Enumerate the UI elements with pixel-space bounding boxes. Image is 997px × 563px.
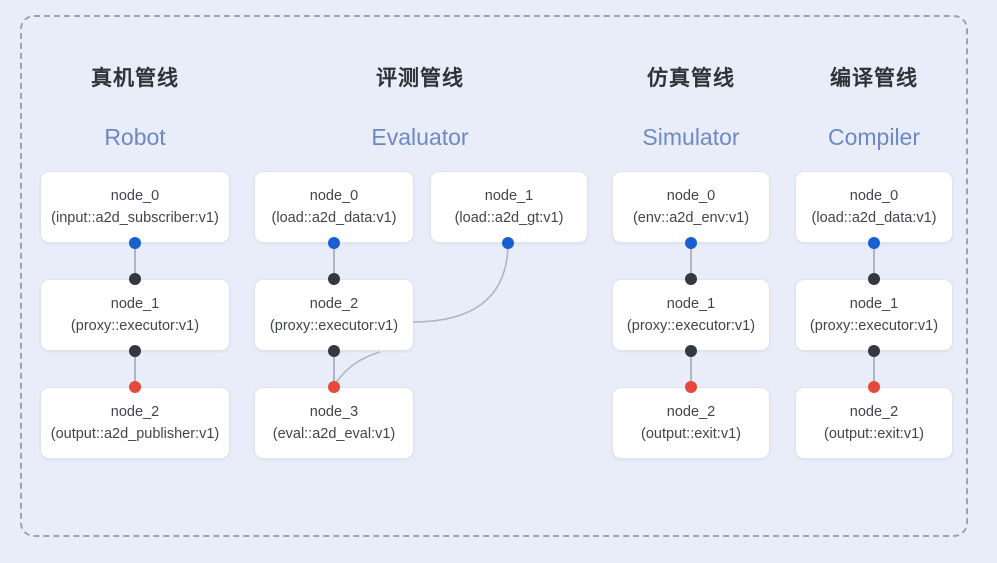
node-simulator-1-spec: (proxy::executor:v1) (626, 318, 756, 334)
dot-compiler-2-input (868, 381, 880, 393)
dot-simulator-2-input (685, 381, 697, 393)
link-compiler-1-2 (873, 351, 875, 387)
node-compiler-1[interactable]: node_1 (proxy::executor:v1) (795, 279, 953, 351)
dot-robot-2-input (129, 381, 141, 393)
column-1-en-title: Robot (104, 124, 166, 150)
node-simulator-2[interactable]: node_2 (output::exit:v1) (612, 387, 770, 459)
node-robot-0[interactable]: node_0 (input::a2d_subscriber:v1) (40, 171, 230, 243)
dot-evaluator-0-output (328, 237, 340, 249)
node-robot-0-spec: (input::a2d_subscriber:v1) (51, 210, 219, 226)
node-compiler-1-name: node_1 (849, 295, 899, 312)
node-compiler-0-name: node_0 (849, 187, 899, 204)
column-3-en-title: Simulator (642, 124, 740, 150)
dot-evaluator-gt-output (502, 237, 514, 249)
link-simulator-1-2 (690, 351, 692, 387)
column-4-en-title: Compiler (827, 124, 921, 150)
dot-simulator-0-output (685, 237, 697, 249)
node-evaluator-0[interactable]: node_0 (load::a2d_data:v1) (254, 171, 414, 243)
node-simulator-0[interactable]: node_0 (env::a2d_env:v1) (612, 171, 770, 243)
node-compiler-0[interactable]: node_0 (load::a2d_data:v1) (795, 171, 953, 243)
link-compiler-0-1 (873, 243, 875, 279)
diagram-dashed-frame (20, 15, 968, 537)
node-evaluator-3[interactable]: node_3 (eval::a2d_eval:v1) (254, 387, 414, 459)
dot-simulator-1-output (685, 345, 697, 357)
node-robot-1-name: node_1 (110, 295, 160, 312)
node-evaluator-0-spec: (load::a2d_data:v1) (271, 210, 397, 226)
node-robot-1[interactable]: node_1 (proxy::executor:v1) (40, 279, 230, 351)
dot-simulator-1-input (685, 273, 697, 285)
node-robot-2-name: node_2 (110, 403, 160, 420)
dot-robot-1-output (129, 345, 141, 357)
node-simulator-1-name: node_1 (666, 295, 716, 312)
link-robot-1-2 (134, 351, 136, 387)
node-simulator-2-spec: (output::exit:v1) (641, 426, 741, 442)
node-robot-2-spec: (output::a2d_publisher:v1) (50, 426, 220, 442)
node-evaluator-0-name: node_0 (309, 187, 359, 204)
link-simulator-0-1 (690, 243, 692, 279)
column-3-cn-title: 仿真管线 (647, 67, 735, 90)
node-robot-0-name: node_0 (110, 187, 160, 204)
dot-compiler-0-output (868, 237, 880, 249)
column-2-en-title: Evaluator (371, 124, 469, 150)
column-2-cn-title: 评测管线 (376, 67, 464, 90)
link-evaluator-0-2 (333, 243, 335, 279)
node-simulator-1[interactable]: node_1 (proxy::executor:v1) (612, 279, 770, 351)
link-robot-0-1 (134, 243, 136, 279)
node-simulator-0-name: node_0 (666, 187, 716, 204)
node-evaluator-3-spec: (eval::a2d_eval:v1) (272, 426, 396, 442)
node-simulator-2-name: node_2 (666, 403, 716, 420)
node-simulator-0-spec: (env::a2d_env:v1) (632, 210, 750, 226)
node-robot-1-spec: (proxy::executor:v1) (70, 318, 200, 334)
node-evaluator-2[interactable]: node_2 (proxy::executor:v1) (254, 279, 414, 351)
node-evaluator-gt[interactable]: node_1 (load::a2d_gt:v1) (430, 171, 588, 243)
dot-robot-0-output (129, 237, 141, 249)
dot-evaluator-3-input (328, 381, 340, 393)
node-evaluator-gt-name: node_1 (484, 187, 534, 204)
node-evaluator-2-name: node_2 (309, 295, 359, 312)
column-4-cn-title: 编译管线 (830, 67, 918, 90)
dot-compiler-1-output (868, 345, 880, 357)
node-compiler-0-spec: (load::a2d_data:v1) (811, 210, 937, 226)
column-1-cn-title: 真机管线 (91, 67, 179, 90)
node-compiler-2[interactable]: node_2 (output::exit:v1) (795, 387, 953, 459)
node-compiler-2-spec: (output::exit:v1) (824, 426, 924, 442)
dot-evaluator-2-output (328, 345, 340, 357)
node-evaluator-gt-spec: (load::a2d_gt:v1) (454, 210, 564, 226)
node-evaluator-2-spec: (proxy::executor:v1) (269, 318, 399, 334)
dot-robot-1-input (129, 273, 141, 285)
node-compiler-1-spec: (proxy::executor:v1) (809, 318, 939, 334)
dot-evaluator-2-input (328, 273, 340, 285)
node-evaluator-3-name: node_3 (309, 403, 359, 420)
node-robot-2[interactable]: node_2 (output::a2d_publisher:v1) (40, 387, 230, 459)
dot-compiler-1-input (868, 273, 880, 285)
node-compiler-2-name: node_2 (849, 403, 899, 420)
